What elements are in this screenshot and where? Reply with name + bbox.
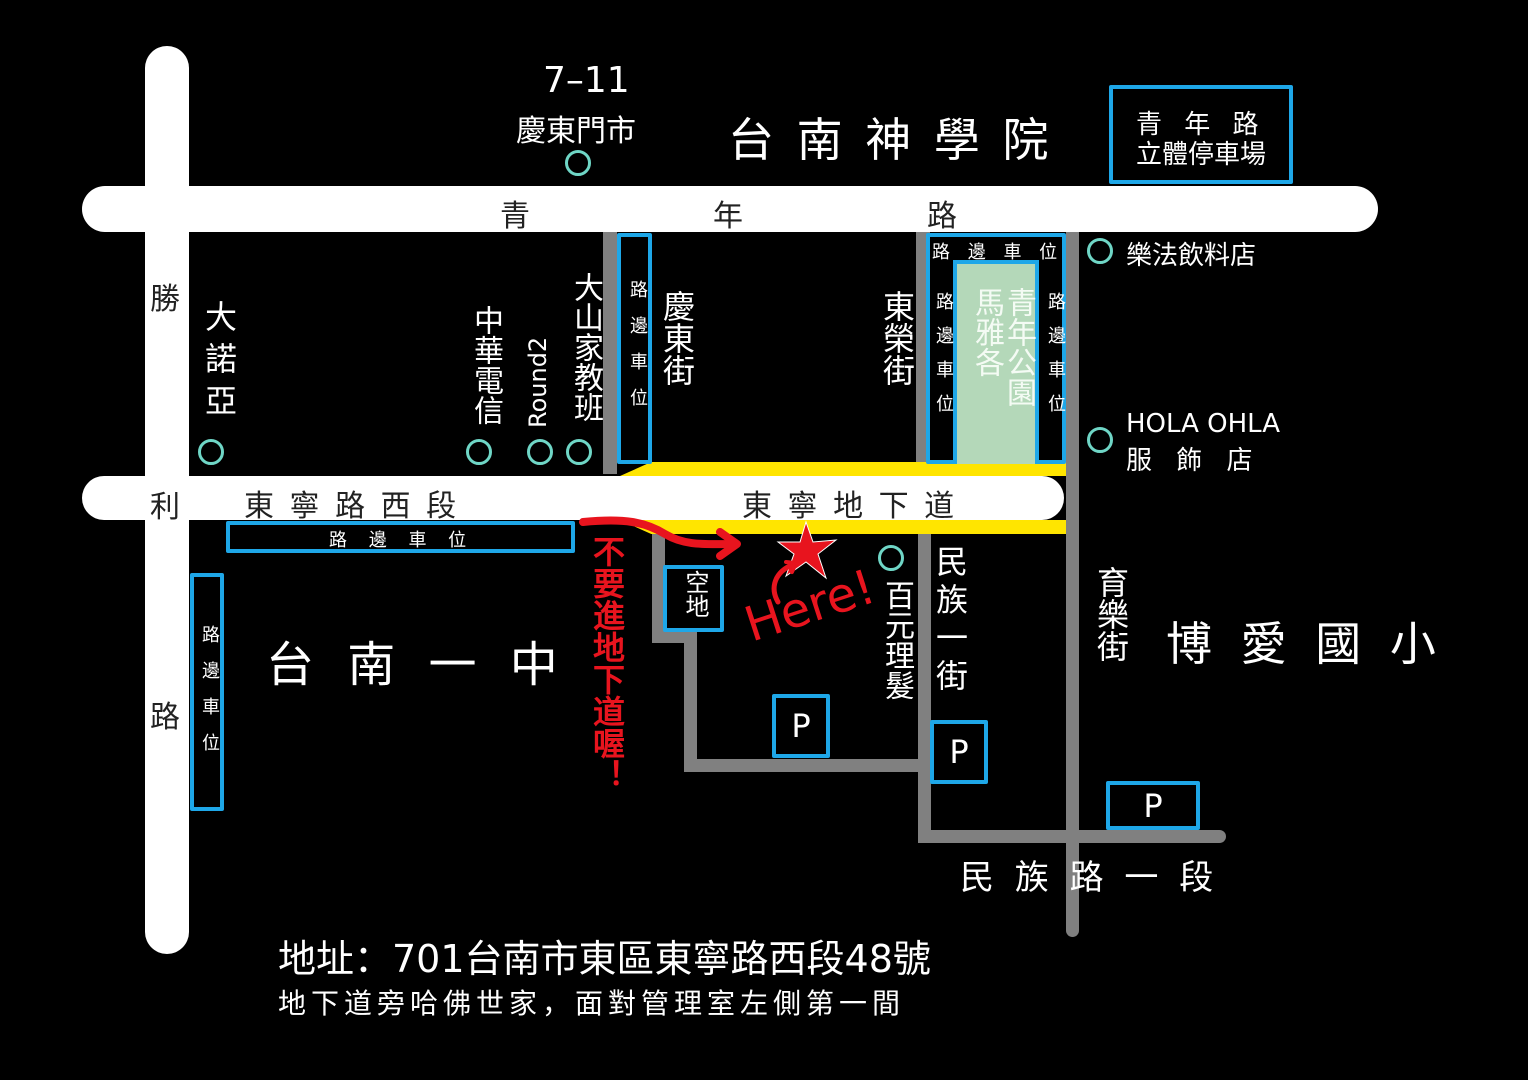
dongrong-street-label: 東榮街 [878,290,916,386]
empty-lot-label: 空地 [681,570,709,618]
lefa-drink-label: 樂法飲料店 [1126,241,1257,271]
seven-eleven-store-label: 慶東門市 [516,114,636,149]
lane-bottom [684,759,930,772]
nokia-poi-icon [198,439,224,465]
lane-west [652,520,665,642]
dashan-label: 大山家教班 [568,272,603,422]
curved-pointer-icon [771,560,799,605]
lefa-poi-icon [1087,238,1113,264]
chunghwa-label: 中華電信 [468,305,503,425]
dashan-poi-icon [566,439,592,465]
parking-p-label: P [791,707,811,745]
address-line-1: 地址：701台南市東區東寧路西段48號 [278,937,931,981]
seminary-label: 台 南 神 學 院 [728,113,1049,167]
qingnian-parking-label-1: 青 年 路 [1136,110,1259,140]
parking-p-label: P [949,733,969,771]
roadside-parking-shengli-label: 路邊車位 [199,625,220,769]
yule-street-road [1066,232,1079,937]
qingdong-street-label: 慶東街 [658,290,696,386]
park-sub-label: 馬雅各 [969,287,1004,377]
roadside-parking-qingdong [617,233,652,464]
hola-label-2: 服 飾 店 [1126,446,1253,476]
lane-south [684,630,697,772]
qingnian-park [953,260,1039,464]
hola-label-1: HOLA OHLA [1126,409,1281,439]
roadside-parking-shengli [190,573,224,811]
qingnian-road [82,186,1378,232]
round2-poi-icon [527,439,553,465]
route-arrow-icon [579,516,741,560]
round2-label: Round2 [524,336,552,428]
park-name-label: 青年公園 [1001,287,1036,407]
minzu-1st-street-label: 民族一街 [931,545,969,697]
qingnian-parking-garage [1109,85,1293,184]
empty-lot [663,565,724,632]
minzu-road-label: 民 族 路 一 段 [960,858,1214,898]
shengli-road-label-1: 勝 [150,282,180,317]
tainan-first-high-label: 台 南 一 中 [266,637,558,693]
park-roadside-top-label: 路 邊 車 位 [932,242,1058,263]
underpass-band-top [620,462,1066,476]
seven-eleven-poi-icon [565,150,591,176]
roadside-parking-dongning [226,521,575,553]
yule-street-label: 育樂街 [1092,566,1130,662]
warning-label: 不要進地下道喔！ [588,535,626,791]
qingnian-road-label-2: 年 [713,199,743,234]
underpass-band-bottom [620,520,1066,534]
minzu-1st-street-road [918,520,931,842]
nokia-label: 大諾亞 [200,300,238,426]
parking-lot-2: P [930,720,988,784]
dongning-underpass-label: 東 寧 地 下 道 [742,489,955,524]
shengli-road-label-2: 利 [150,490,180,525]
roadside-parking-qingdong-label: 路邊車位 [627,280,648,424]
boai-elementary-label: 博 愛 國 小 [1166,617,1436,671]
chunghwa-poi-icon [466,439,492,465]
park-roadside-left-label: 路邊車位 [933,292,954,428]
barber-poi-icon [878,545,904,571]
park-roadside-right-label: 路邊車位 [1045,292,1066,428]
qingdong-street-road [603,232,617,474]
barber-label: 百元理髮 [879,580,914,700]
qingnian-parking-label-2: 立體停車場 [1136,140,1267,170]
minzu-road [918,830,1226,843]
hola-poi-icon [1087,427,1113,453]
roadside-parking-dongning-label: 路 邊 車 位 [329,530,467,551]
parking-lot-1: P [772,694,830,758]
parking-lot-3: P [1106,781,1200,830]
qingnian-road-label-3: 路 [927,199,957,234]
dongning-west-label: 東 寧 路 西 段 [244,489,457,524]
address-line-2: 地下道旁哈佛世家，面對管理室左側第一間 [278,987,906,1020]
parking-p-label: P [1143,786,1163,825]
qingnian-road-label-1: 青 [500,199,530,234]
dongning-road [82,476,1064,520]
shengli-road-label-3: 路 [150,700,180,735]
seven-eleven-label: 7–11 [543,60,630,101]
